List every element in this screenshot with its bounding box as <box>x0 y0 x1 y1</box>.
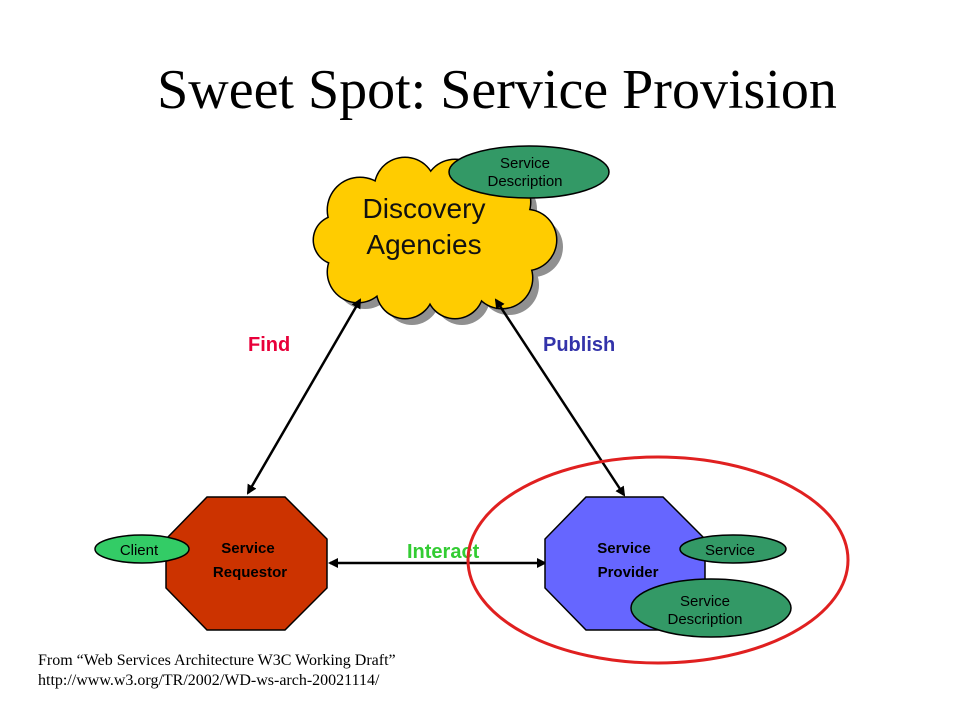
discovery-agencies-label-line2: Agencies <box>366 229 481 260</box>
discovery-service-description: Service Description <box>448 145 610 199</box>
service-provider-line2: Provider <box>598 564 659 581</box>
slide-title: Sweet Spot: Service Provision <box>157 59 837 121</box>
service-requestor-line2: Requestor <box>213 564 287 581</box>
interact-label: Interact <box>407 541 480 563</box>
service-shape <box>679 534 787 564</box>
source-note: From “Web Services Architecture W3C Work… <box>38 651 396 691</box>
discovery-service-description-line2: Description <box>487 173 562 190</box>
service: Service <box>679 534 787 564</box>
provider-service-description-shape <box>630 578 792 638</box>
publish-label: Publish <box>543 334 615 356</box>
provider-service-description-line2: Description <box>667 611 742 628</box>
publish-arrow <box>494 298 626 497</box>
client-label: Client <box>120 542 159 559</box>
discovery-service-description-shape <box>448 145 610 199</box>
provider-service-description: Service Description <box>630 578 792 638</box>
client-shape <box>94 534 190 564</box>
highlight-circle <box>466 455 850 665</box>
client: Client <box>94 534 190 564</box>
service-provider-line1: Service <box>597 540 650 557</box>
discovery-agencies-label-line1: Discovery <box>363 193 486 224</box>
provider-service-description-line1: Service <box>680 593 730 610</box>
discovery-service-description-line1: Service <box>500 155 550 172</box>
source-note-line2: http://www.w3.org/TR/2002/WD-ws-arch-200… <box>38 672 380 689</box>
service-requestor-line1: Service <box>221 540 274 557</box>
cloud-fill <box>314 158 556 318</box>
service-requestor: Service Requestor <box>165 496 328 631</box>
find-arrow <box>246 298 362 495</box>
find-label: Find <box>248 334 290 356</box>
discovery-agencies-cloud: Discovery Agencies <box>312 156 563 325</box>
service-label: Service <box>705 542 755 559</box>
source-note-line1: From “Web Services Architecture W3C Work… <box>38 652 396 669</box>
